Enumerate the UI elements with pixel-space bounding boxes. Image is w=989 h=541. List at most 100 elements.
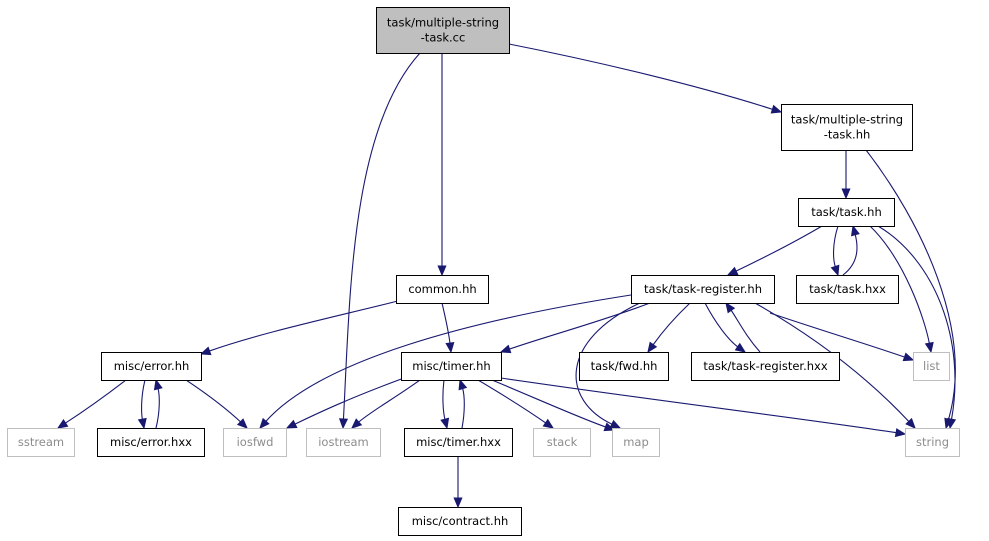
node-box [101, 352, 202, 381]
node-misc-timer-hxx[interactable]: misc/timer.hxx [404, 428, 513, 457]
edge-root-to-iostream [338, 52, 421, 430]
node-label: -task.cc [421, 31, 466, 45]
edge-arrowhead [285, 419, 298, 429]
node-box [401, 352, 502, 381]
edge-line [769, 312, 906, 358]
edge-arrowhead [603, 422, 616, 432]
edge-mst_hh-to-task_hh [841, 150, 851, 200]
node-label: map [623, 435, 649, 449]
edge-misc_error_hh-to-iosfwd [185, 379, 248, 429]
node-box [612, 428, 660, 457]
edge-line [652, 302, 691, 346]
edge-line [869, 225, 931, 345]
edge-misc_error_hh-to-sstream [56, 379, 127, 429]
edge-misc_timer_hxx-to-misc_contract_hh [453, 455, 463, 509]
edge-misc_error_hxx-to-misc_error_hh [153, 378, 163, 429]
edge-arrowhead [726, 266, 739, 276]
edge-task_register_hh-to-task_fwd_hh [647, 302, 691, 354]
edge-line [461, 387, 465, 429]
edge-line [141, 379, 146, 421]
edge-line [754, 302, 910, 423]
edge-arrowhead [734, 342, 747, 353]
node-label: task/fwd.hh [591, 359, 658, 373]
node-misc-error-hh[interactable]: misc/error.hh [101, 352, 202, 381]
node-common-hh[interactable]: common.hh [396, 275, 489, 304]
edge-task_hh-to-string [877, 225, 957, 430]
node-box [7, 428, 75, 457]
node-label: stack [547, 435, 578, 449]
edge-line [342, 52, 421, 421]
edge-task_register_hh-to-misc_timer_hh [499, 302, 651, 354]
edge-task_hh-to-task_hxx [830, 225, 840, 277]
node-box [396, 275, 489, 304]
node-label: misc/timer.hxx [416, 435, 501, 449]
edge-arrowhead [453, 497, 463, 509]
edge-arrowhead [153, 378, 163, 391]
edge-line [357, 379, 421, 424]
edges-layer [56, 43, 957, 509]
node-misc-error-hxx[interactable]: misc/error.hxx [97, 428, 205, 457]
edge-line [730, 309, 761, 353]
node-box [796, 275, 899, 304]
edge-misc_timer_hh-to-string [500, 377, 907, 438]
node-task-hxx[interactable]: task/task.hxx [796, 275, 899, 304]
edge-root-to-mst_hh [508, 43, 783, 114]
node-box [691, 352, 840, 381]
edge-line [491, 379, 607, 428]
edge-common_hh-to-misc_timer_hh [441, 302, 455, 354]
node-label: task/task-register.hh [644, 282, 762, 296]
edge-arrowhead [850, 224, 860, 237]
node-iosfwd: iosfwd [223, 428, 287, 457]
edge-arrowhead [647, 341, 658, 354]
node-label: list [923, 359, 940, 373]
edge-line [842, 233, 858, 276]
edge-line [155, 387, 160, 429]
node-label: common.hh [408, 282, 476, 296]
node-task-register-hxx[interactable]: task/task-register.hxx [691, 352, 840, 381]
node-label: iosfwd [237, 435, 274, 449]
edge-misc_timer_hh-to-iostream [351, 379, 421, 429]
edge-line [208, 300, 399, 352]
node-root[interactable]: task/multiple-string-task.cc [376, 7, 510, 54]
node-box [913, 352, 950, 381]
edge-arrowhead [609, 419, 622, 429]
edge-line [293, 377, 405, 425]
edge-misc_timer_hh-to-stack [477, 379, 555, 429]
edge-task_register_hh-to-map [575, 302, 641, 429]
node-box [398, 507, 522, 536]
edge-line [442, 379, 446, 421]
edge-arrowhead [542, 418, 555, 429]
edge-arrowhead [830, 264, 840, 277]
edge-task_register_hxx-to-task_register_hh [725, 301, 761, 353]
node-task-fwd-hh[interactable]: task/fwd.hh [579, 352, 669, 381]
node-mst-hh[interactable]: task/multiple-string-task.hh [781, 104, 913, 151]
node-task-hh[interactable]: task/task.hh [798, 198, 895, 227]
edge-line [877, 225, 956, 421]
edge-arrowhead [351, 418, 363, 429]
edge-line [734, 225, 823, 272]
edge-line [704, 302, 739, 348]
edge-task_hh-to-list [869, 225, 934, 354]
edge-task_hh-to-task_register_hh [726, 225, 823, 276]
edge-misc_timer_hxx-to-misc_timer_hh [458, 378, 468, 429]
edge-task_register_hh-to-task_register_hxx [704, 302, 747, 353]
edge-misc_error_hh-to-misc_error_hxx [137, 379, 147, 430]
edge-line [508, 43, 774, 111]
edge-line [508, 302, 651, 350]
node-label: -task.hh [824, 128, 871, 142]
node-task-register-hh[interactable]: task/task-register.hh [631, 275, 775, 304]
node-box [905, 428, 960, 457]
edge-arrowhead [445, 342, 455, 354]
edge-line [64, 379, 127, 425]
edge-arrowhead [338, 418, 349, 430]
node-misc-timer-hh[interactable]: misc/timer.hh [401, 352, 502, 381]
node-misc-contract-hh[interactable]: misc/contract.hh [398, 507, 522, 536]
edge-arrowhead [199, 346, 212, 356]
node-label: task/multiple-string [791, 113, 903, 127]
node-box [223, 428, 287, 457]
node-label: task/task.hxx [809, 282, 886, 296]
node-stack: stack [533, 428, 591, 457]
edge-line [833, 225, 839, 268]
node-iostream: iostream [306, 428, 381, 457]
